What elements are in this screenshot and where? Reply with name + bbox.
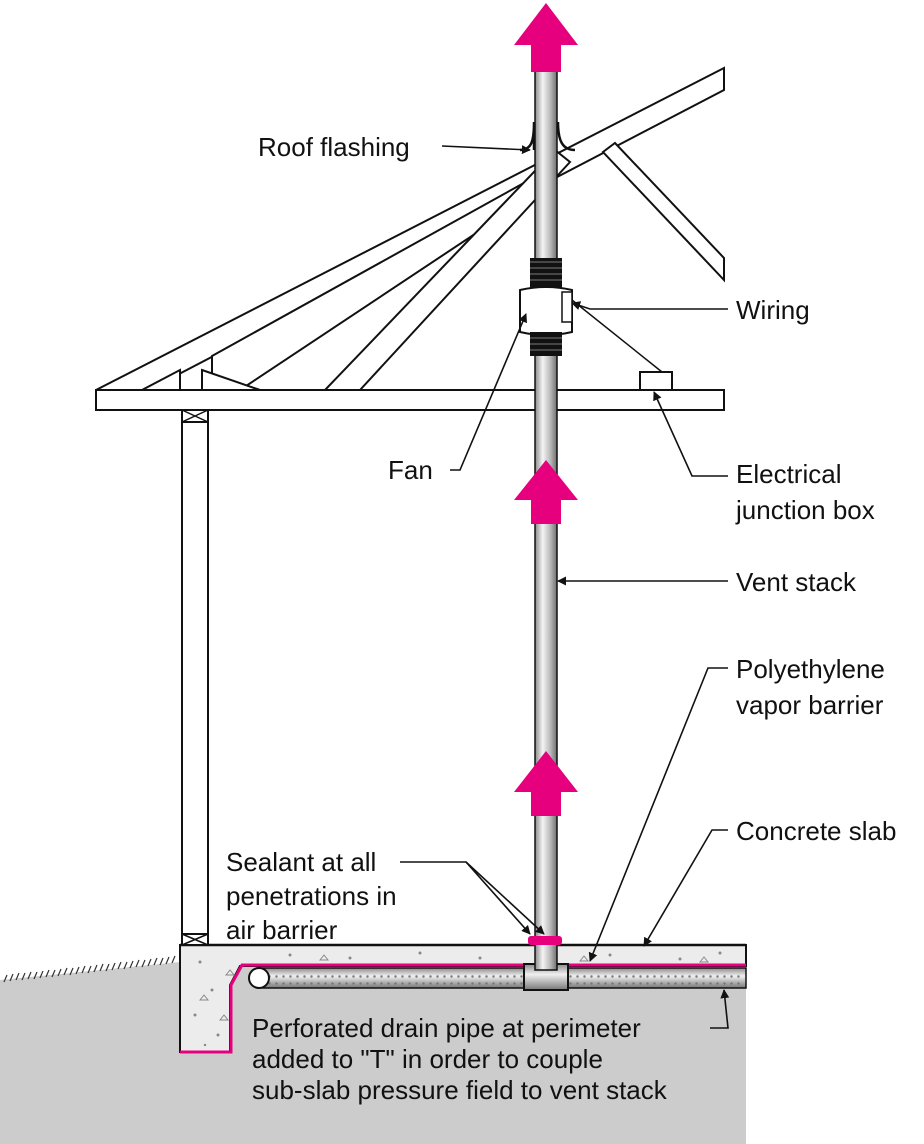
label-sealant-line2: penetrations in <box>226 881 397 911</box>
leader-lines <box>400 145 730 1029</box>
label-drain-line1: Perforated drain pipe at perimeter <box>252 1013 641 1043</box>
up-arrow-icon <box>514 3 578 72</box>
vapor-barrier <box>180 963 746 1054</box>
up-arrow-icon <box>514 751 578 816</box>
label-sealant-line3: air barrier <box>226 915 338 945</box>
label-junction-box-line1: Electrical <box>736 459 841 489</box>
fan-leader <box>450 313 527 471</box>
roof-flashing-leader <box>441 145 531 155</box>
up-arrow-icon <box>514 460 578 524</box>
wiring-leader <box>571 301 728 310</box>
drain-leader <box>710 989 730 1029</box>
label-vent-stack: Vent stack <box>736 567 857 597</box>
roof-truss <box>95 66 725 411</box>
concrete-slab-leader <box>643 829 728 947</box>
label-junction-box-line2: junction box <box>735 495 875 525</box>
airflow-arrows <box>514 3 578 816</box>
sealant-leader-b <box>465 861 545 935</box>
label-fan: Fan <box>388 455 433 485</box>
ground <box>0 955 746 1144</box>
vapor-barrier-leader <box>588 667 728 962</box>
wiring <box>571 299 663 373</box>
junction-box-leader <box>653 391 728 477</box>
label-concrete-slab: Concrete slab <box>736 816 896 846</box>
wall-post <box>181 409 209 946</box>
perforated-drain-pipe <box>248 967 747 989</box>
label-drain-line3: sub-slab pressure field to vent stack <box>252 1075 668 1105</box>
electrical-junction-box <box>639 371 673 391</box>
fan <box>519 258 573 356</box>
sealant-leader-a <box>400 861 531 935</box>
label-vapor-barrier-line2: vapor barrier <box>736 690 884 720</box>
slab-aggregate <box>193 951 722 1047</box>
label-vapor-barrier-line1: Polyethylene <box>736 654 885 684</box>
sealant <box>528 936 562 945</box>
label-wiring: Wiring <box>736 295 810 325</box>
label-roof-flashing: Roof flashing <box>258 132 410 162</box>
label-drain-line2: added to "T" in order to couple <box>252 1044 603 1074</box>
label-sealant-line1: Sealant at all <box>226 847 376 877</box>
